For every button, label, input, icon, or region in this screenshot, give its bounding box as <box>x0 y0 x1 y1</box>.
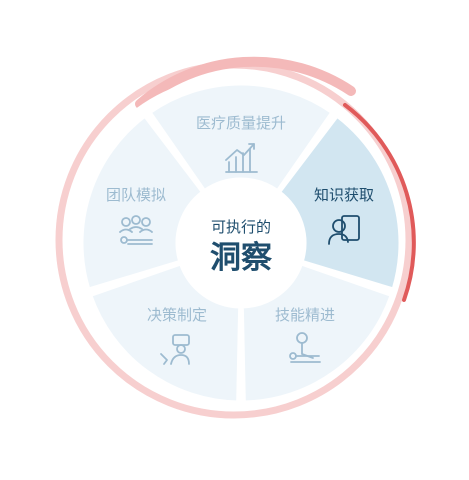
segment-team[interactable]: 团队模拟 <box>80 114 205 291</box>
segment-decision-shape[interactable] <box>88 262 242 404</box>
person-decision-icon <box>160 334 190 365</box>
segment-skills-label: 技能精进 <box>275 306 335 324</box>
team-icon <box>119 215 153 245</box>
segment-knowledge-label: 知识获取 <box>314 186 374 204</box>
person-training-icon <box>289 332 321 363</box>
person-screen-icon <box>328 215 360 245</box>
segment-team-label: 团队模拟 <box>106 186 166 204</box>
segment-quality-label: 医疗质量提升 <box>196 114 286 132</box>
chart-growth-icon <box>225 143 258 173</box>
segment-quality[interactable]: 医疗质量提升 <box>148 82 334 193</box>
outer-ring-accent-arc <box>343 103 416 302</box>
segment-decision-label: 决策制定 <box>147 306 207 324</box>
segment-skills-shape[interactable] <box>240 262 394 404</box>
center-title: 洞察 <box>210 240 273 276</box>
segment-quality-shape[interactable] <box>148 82 334 193</box>
segment-knowledge-shape[interactable] <box>277 114 402 291</box>
segment-decision[interactable]: 决策制定 <box>88 262 242 404</box>
center-disc <box>181 183 301 303</box>
segment-knowledge[interactable]: 知识获取 <box>277 114 402 291</box>
segment-team-shape[interactable] <box>80 114 205 291</box>
outer-ring-top-arc <box>135 56 356 109</box>
segment-skills[interactable]: 技能精进 <box>240 262 394 404</box>
center-subtitle: 可执行的 <box>211 218 271 236</box>
